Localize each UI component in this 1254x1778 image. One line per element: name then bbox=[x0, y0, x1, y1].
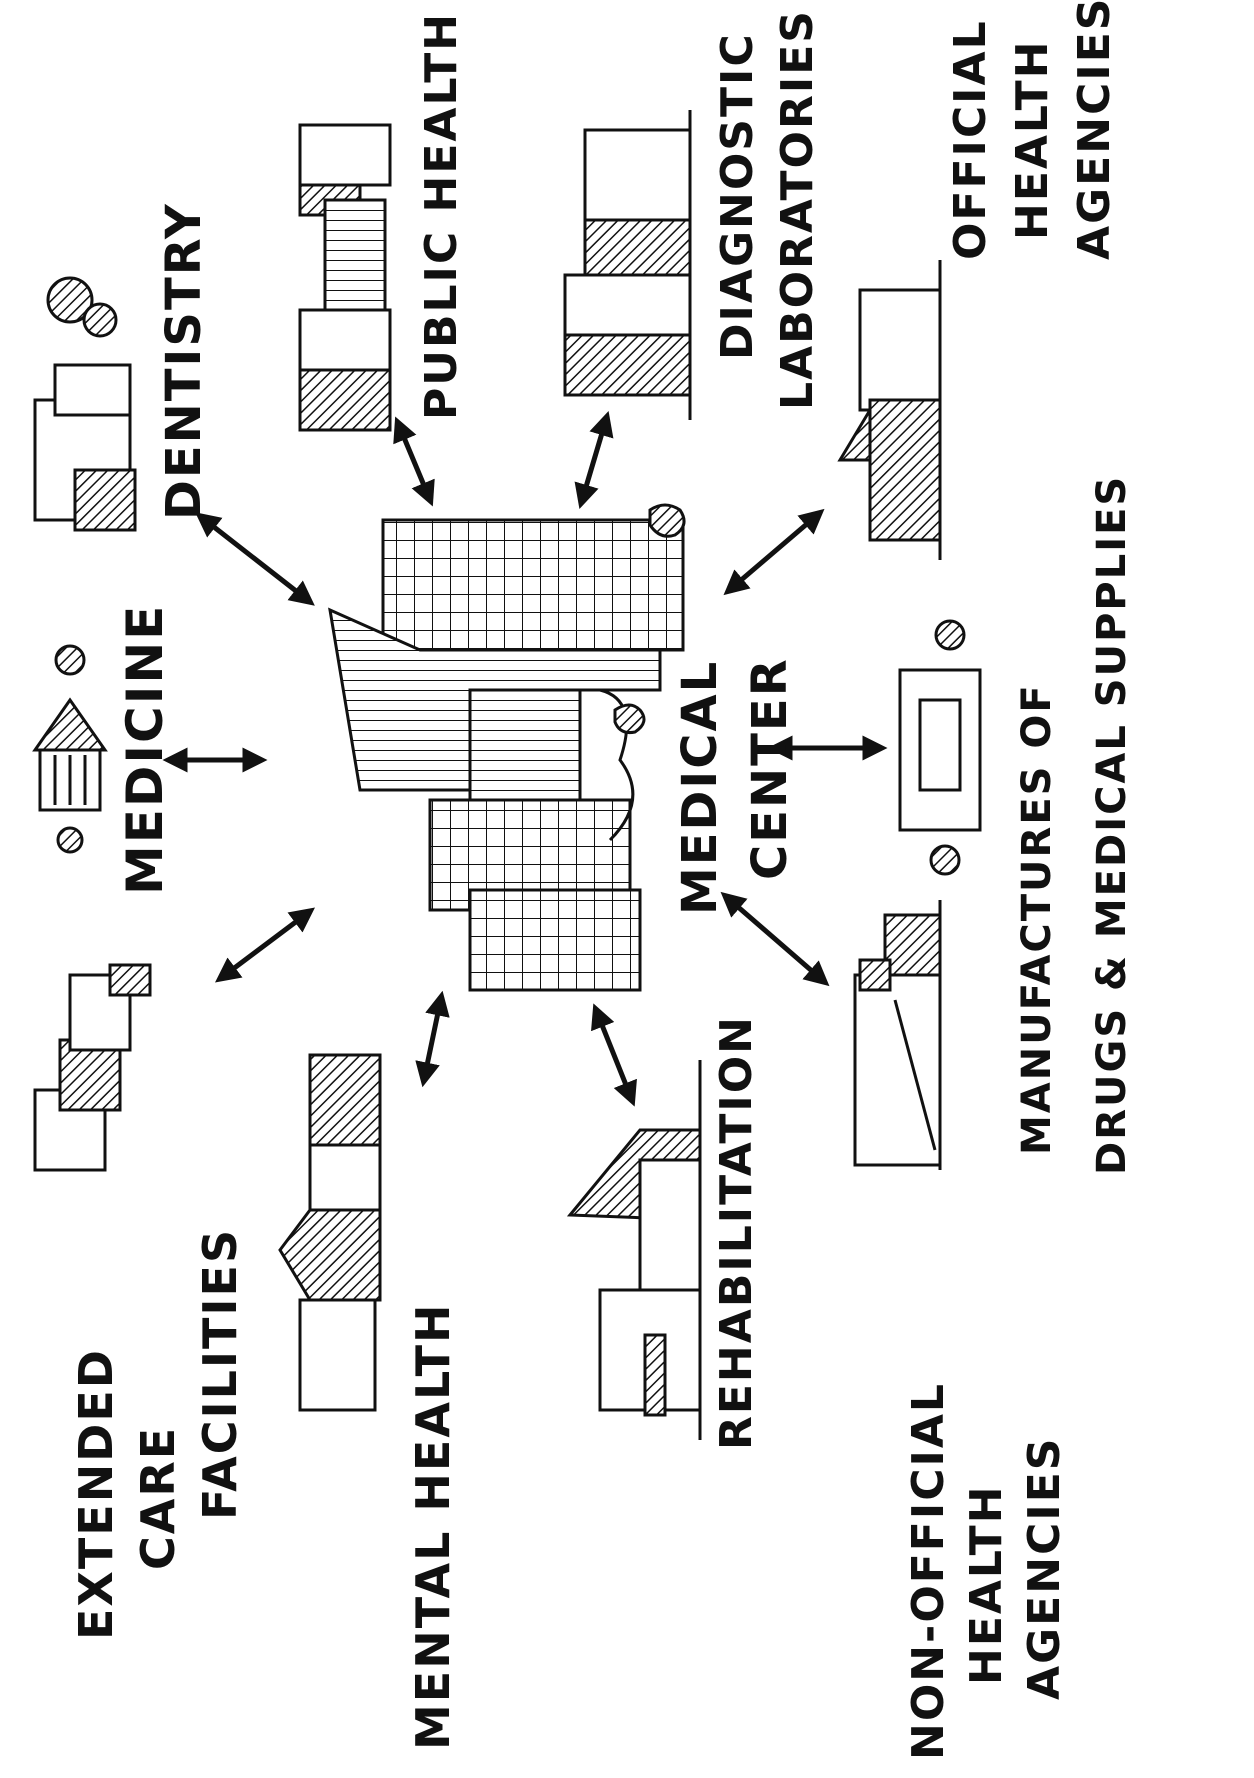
diagnostic-laboratories-building bbox=[563, 110, 692, 420]
medical-center-building bbox=[328, 503, 686, 992]
official-line2: HEALTH bbox=[1007, 39, 1058, 240]
arrow-extended-care bbox=[215, 907, 315, 983]
public-health-building bbox=[298, 123, 392, 432]
dentistry-text: DENTISTRY bbox=[156, 202, 212, 520]
official-agencies-building bbox=[837, 260, 942, 560]
manufacturer-building bbox=[898, 619, 982, 876]
extended-care-building bbox=[33, 963, 152, 1172]
non-official-line3: AGENCIES bbox=[1019, 1436, 1070, 1700]
diagnostic-line2: LABORATORIES bbox=[772, 9, 823, 410]
label-manufactures: MANUFACTURES OF DRUGS & MEDICAL SUPPLIES bbox=[1000, 475, 1150, 1175]
label-official-health-agencies: OFFICIAL HEALTH AGENCIES bbox=[940, 0, 1126, 260]
label-extended-care: EXTENDED CARE FACILITIES bbox=[65, 1228, 251, 1640]
arrow-official bbox=[723, 508, 825, 596]
extended-care-line2: CARE bbox=[131, 1425, 185, 1570]
rehabilitation-text: REHABILITATION bbox=[711, 1015, 762, 1450]
medicine-building bbox=[32, 644, 108, 854]
non-official-agencies-building bbox=[853, 900, 942, 1170]
arrow-non-official bbox=[720, 891, 830, 987]
official-line3: AGENCIES bbox=[1069, 0, 1120, 260]
arrow-rehabilitation bbox=[591, 1003, 637, 1107]
label-rehabilitation: REHABILITATION bbox=[711, 1015, 762, 1450]
arrow-public-health bbox=[393, 416, 435, 507]
manufactures-line1: MANUFACTURES OF bbox=[1014, 683, 1060, 1155]
connector-arrows bbox=[162, 411, 888, 1107]
mental-health-text: MENTAL HEALTH bbox=[406, 1302, 460, 1750]
label-diagnostic-laboratories: DIAGNOSTIC LABORATORIES bbox=[708, 9, 828, 410]
diagnostic-line1: DIAGNOSTIC bbox=[712, 32, 763, 360]
mental-health-building bbox=[278, 1053, 382, 1412]
label-mental-health: MENTAL HEALTH bbox=[406, 1302, 460, 1750]
manufactures-line2: DRUGS & MEDICAL SUPPLIES bbox=[1089, 474, 1135, 1175]
arrow-dentistry bbox=[195, 512, 315, 606]
label-public-health: PUBLIC HEALTH bbox=[416, 11, 467, 420]
arrow-mental-health bbox=[415, 990, 450, 1088]
label-dentistry: DENTISTRY bbox=[156, 202, 212, 520]
dentistry-building bbox=[33, 276, 137, 532]
medical-center-line1: MEDICAL bbox=[672, 659, 728, 915]
extended-care-line3: FACILITIES bbox=[193, 1227, 247, 1520]
official-line1: OFFICIAL bbox=[945, 19, 996, 260]
arrow-diagnostic bbox=[574, 411, 614, 509]
extended-care-line1: EXTENDED bbox=[69, 1348, 123, 1640]
rehabilitation-building bbox=[566, 1060, 702, 1440]
label-non-official-health-agencies: NON-OFFICIAL HEALTH AGENCIES bbox=[900, 1382, 1074, 1760]
label-medicine: MEDICINE bbox=[116, 603, 174, 895]
non-official-line1: NON-OFFICIAL bbox=[903, 1382, 954, 1760]
non-official-line2: HEALTH bbox=[961, 1484, 1012, 1685]
label-medical-center: MEDICAL CENTER bbox=[665, 657, 805, 915]
public-health-text: PUBLIC HEALTH bbox=[416, 11, 467, 420]
medical-center-line2: CENTER bbox=[742, 657, 798, 880]
medicine-text: MEDICINE bbox=[116, 603, 174, 895]
